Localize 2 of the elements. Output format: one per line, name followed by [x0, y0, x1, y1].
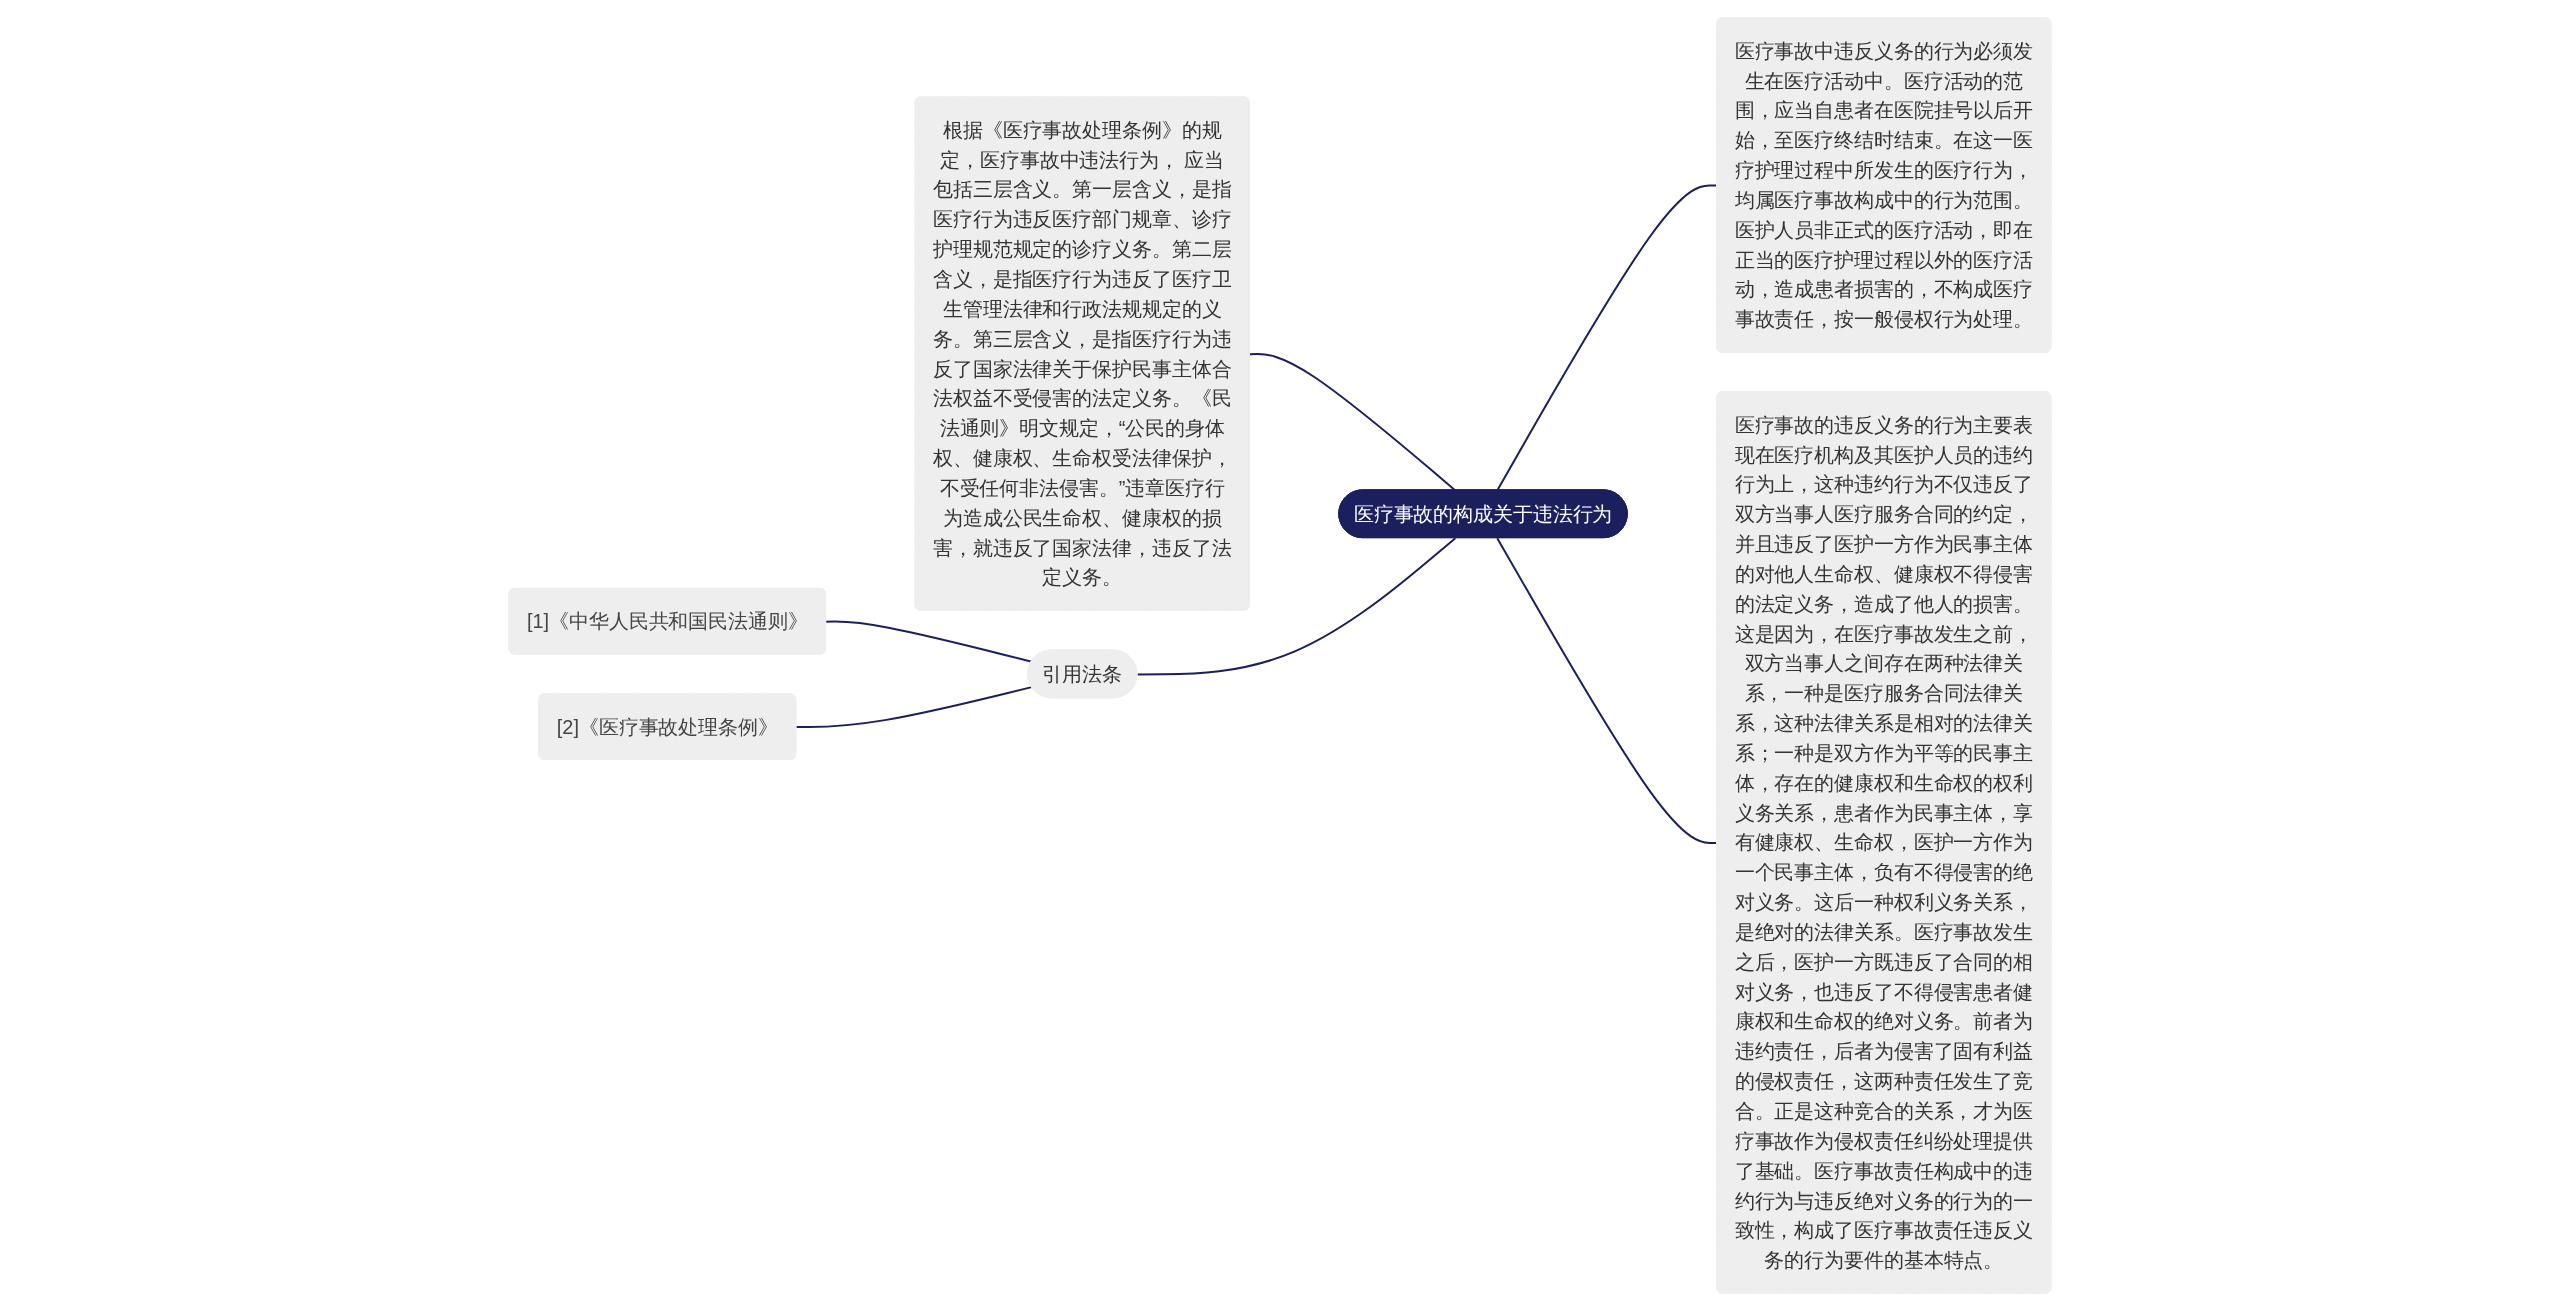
connector	[1136, 537, 1457, 676]
connector	[795, 686, 1033, 729]
